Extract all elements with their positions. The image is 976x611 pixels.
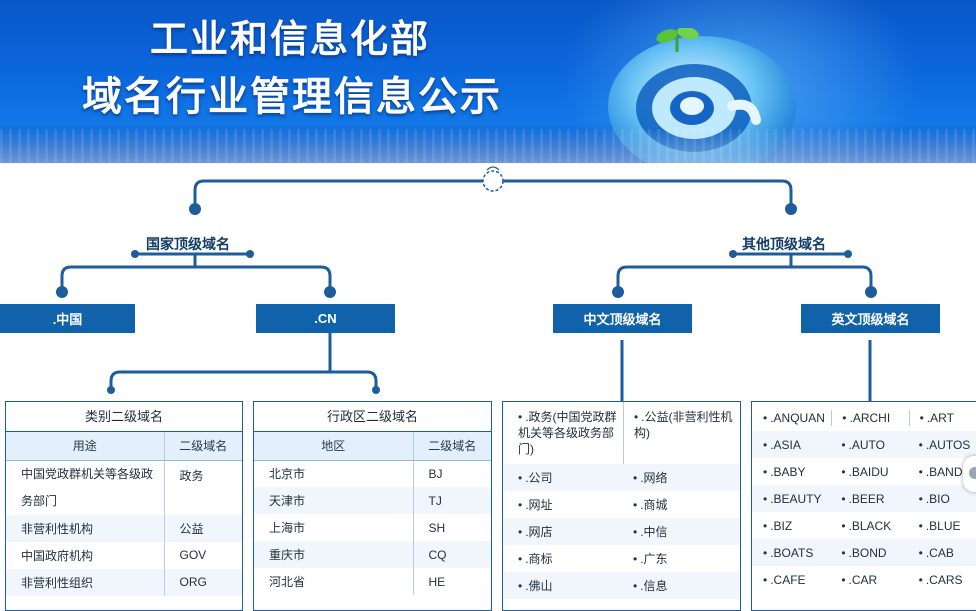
- tld-item[interactable]: .BABY: [752, 464, 831, 480]
- list-row: .ANQUAN .ARCHI .ART: [752, 404, 976, 431]
- category-domain-table: 用途 二级域名 中国党政群机关等各级政务部门 政务 非营利性机构 公益 中国政府…: [6, 432, 242, 596]
- tld-item[interactable]: .ASIA: [752, 437, 831, 453]
- tld-item[interactable]: .BEAUTY: [752, 491, 831, 507]
- tld-item[interactable]: .公司: [503, 470, 623, 486]
- domain-cell: ORG: [163, 568, 242, 596]
- list-row: .网址 .商城: [503, 491, 740, 518]
- panel-title: 行政区二级域名: [254, 402, 491, 432]
- tld-item[interactable]: .信息: [623, 578, 740, 594]
- list-row: .政务(中国党政群机关等各级政务部门) .公益(非营利性机构): [503, 402, 740, 464]
- tld-item[interactable]: .中信: [623, 524, 740, 540]
- national-tld-label: 国家顶级域名: [146, 236, 230, 252]
- use-cell: 非营利性组织: [6, 568, 164, 596]
- column-header: 二级域名: [412, 432, 491, 461]
- domain-cell: GOV: [163, 541, 242, 569]
- column-header: 二级域名: [163, 432, 242, 461]
- node-english-tld[interactable]: 英文顶级域名: [801, 304, 940, 333]
- banner-title-line1: 工业和信息化部: [150, 17, 431, 61]
- list-row: .BIZ .BLACK .BLUE: [752, 512, 976, 539]
- list-row: .公司 .网络: [503, 464, 740, 491]
- tld-item[interactable]: .CAB: [909, 545, 976, 561]
- region-cell: 河北省: [269, 575, 306, 589]
- list-row: .CAFE .CAR .CARS: [752, 566, 976, 593]
- region-cell: 天津市: [254, 487, 413, 514]
- header-banner: 工业和信息化部 域名行业管理信息公示: [0, 0, 976, 163]
- table-row: 上海市 SH: [254, 514, 491, 541]
- domain-cell: 政务: [163, 460, 242, 515]
- tld-item[interactable]: .网络: [623, 470, 740, 486]
- table-row: 北京市 BJ: [254, 460, 491, 487]
- table-row: 天津市 TJ: [254, 487, 491, 514]
- at-sign-sprout-icon: [608, 28, 796, 163]
- floating-side-tab[interactable]: [963, 456, 976, 492]
- tld-item[interactable]: .BOND: [831, 545, 908, 561]
- column-header: 地区: [254, 432, 413, 461]
- tld-item[interactable]: .ANQUAN: [752, 410, 831, 426]
- tld-item[interactable]: .CAR: [831, 572, 908, 588]
- column-header: 用途: [6, 432, 164, 461]
- tld-item[interactable]: .BAIDU: [831, 464, 908, 480]
- banner-title-line2: 域名行业管理信息公示: [82, 74, 502, 120]
- domain-cell: CQ: [412, 541, 491, 568]
- region-cell: 北京市: [269, 467, 306, 482]
- table-row: 中国党政群机关等各级政务部门 政务: [6, 460, 242, 515]
- table-row: 非营利性机构 公益: [6, 514, 242, 542]
- list-row: .BEAUTY .BEER .BIO: [752, 485, 976, 512]
- tld-item[interactable]: .商城: [623, 497, 740, 513]
- list-row: .ASIA .AUTO .AUTOS: [752, 431, 976, 458]
- region-domain-table: 地区 二级域名 北京市 BJ 天津市 TJ 上海市 SH 重庆市 CQ 河北省 …: [254, 432, 491, 595]
- tld-item[interactable]: .ARCHI: [831, 409, 908, 426]
- tld-item[interactable]: .BIO: [909, 491, 976, 507]
- tld-item[interactable]: .AUTOS: [909, 437, 976, 453]
- region-cell: 重庆市: [254, 541, 413, 568]
- table-row: 重庆市 CQ: [254, 541, 491, 568]
- use-cell: 中国政府机构: [21, 548, 94, 563]
- english-tld-panel: .ANQUAN .ARCHI .ART .ASIA .AUTO .AUTOS .…: [751, 401, 976, 611]
- tld-item[interactable]: .网址: [503, 497, 623, 513]
- node-zhongguo[interactable]: .中国: [0, 304, 135, 333]
- tld-item[interactable]: .BIZ: [752, 518, 831, 534]
- region-domain-panel: 行政区二级域名 地区 二级域名 北京市 BJ 天津市 TJ 上海市 SH 重庆市…: [253, 401, 492, 611]
- domain-cell: SH: [412, 514, 491, 541]
- table-row: 中国政府机构 GOV: [6, 541, 242, 569]
- tld-item[interactable]: .政务(中国党政群机关等各级政务部门): [503, 402, 623, 464]
- table-row: 河北省 HE: [254, 568, 491, 595]
- list-row: .佛山 .信息: [503, 572, 740, 599]
- other-tld-label: 其他顶级域名: [742, 236, 826, 252]
- tld-item[interactable]: .网店: [503, 524, 623, 540]
- tld-item[interactable]: .ART: [908, 409, 976, 426]
- domain-cell: BJ: [412, 460, 491, 487]
- table-row: 非营利性组织 ORG: [6, 568, 242, 596]
- tld-item[interactable]: .BOATS: [752, 545, 831, 561]
- tld-item[interactable]: .BEER: [831, 491, 908, 507]
- node-cn[interactable]: .CN: [256, 304, 395, 333]
- tld-item[interactable]: .BLUE: [909, 518, 976, 534]
- tld-item[interactable]: .佛山: [503, 578, 623, 594]
- list-row: .BABY .BAIDU .BAND: [752, 458, 976, 485]
- region-cell: 上海市: [269, 521, 306, 535]
- tld-item[interactable]: .AUTO: [831, 437, 908, 453]
- domain-cell: HE: [412, 568, 491, 595]
- tld-item[interactable]: .公益(非营利性机构): [623, 402, 740, 464]
- use-cell: 非营利性机构: [6, 514, 164, 542]
- use-cell: 中国党政群机关等各级政务部门: [21, 466, 154, 508]
- category-domain-panel: 类别二级域名 用途 二级域名 中国党政群机关等各级政务部门 政务 非营利性机构 …: [5, 401, 243, 611]
- domain-cell: TJ: [412, 487, 491, 514]
- list-row: .商标 .广东: [503, 545, 740, 572]
- tld-item[interactable]: .商标: [503, 551, 623, 567]
- tld-item[interactable]: .BAND: [909, 464, 976, 480]
- tld-item[interactable]: .BLACK: [831, 518, 908, 534]
- list-row: .网店 .中信: [503, 518, 740, 545]
- domain-cell: 公益: [163, 514, 242, 542]
- side-tab-icon: [969, 467, 976, 479]
- node-chinese-tld[interactable]: 中文顶级域名: [553, 304, 692, 333]
- tld-item[interactable]: .广东: [623, 551, 740, 567]
- chinese-tld-panel: .政务(中国党政群机关等各级政务部门) .公益(非营利性机构) .公司 .网络 …: [502, 401, 741, 611]
- list-row: .BOATS .BOND .CAB: [752, 539, 976, 566]
- tld-item[interactable]: .CARS: [909, 572, 976, 588]
- tld-item[interactable]: .CAFE: [752, 572, 831, 588]
- panel-title: 类别二级域名: [6, 402, 242, 432]
